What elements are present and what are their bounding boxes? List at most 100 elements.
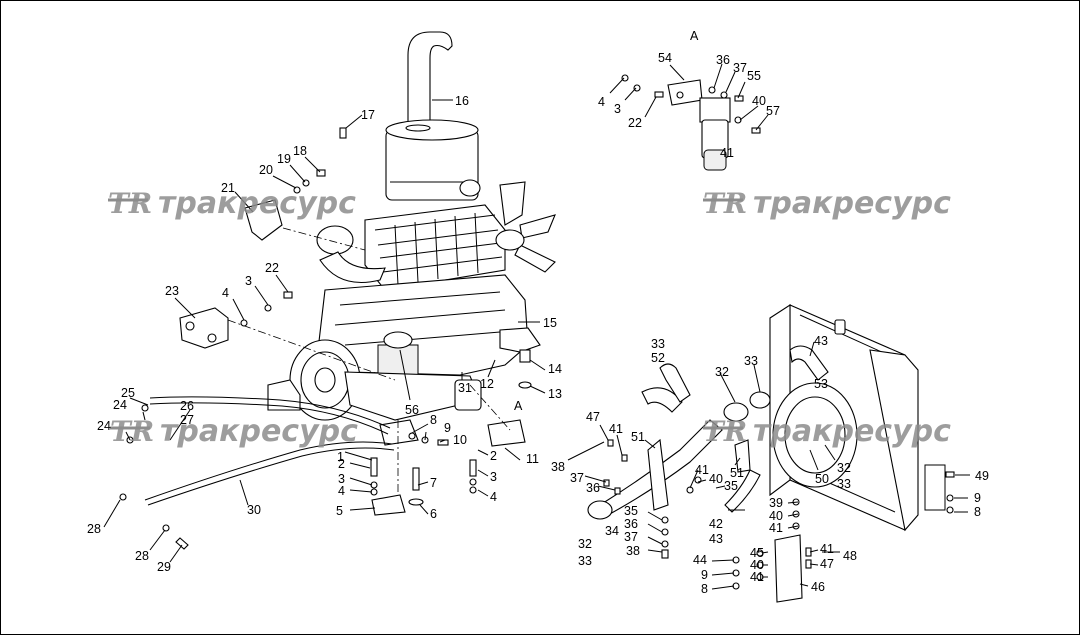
callout-4: 4 [598,95,605,109]
callout-29: 29 [157,560,171,574]
svg-text:TR: TR [108,187,152,220]
callout-44: 44 [693,553,707,567]
callout-32: 32 [578,537,592,551]
callout-15: 15 [543,316,557,330]
svg-text:трaкресурс: трaкресурс [753,414,951,449]
callout-39: 39 [769,496,783,510]
callout-9: 9 [701,568,708,582]
callout-40: 40 [750,558,764,572]
callout-16: 16 [455,94,469,108]
callout-8: 8 [974,505,981,519]
callout-42: 42 [709,517,723,531]
callout-26: 26 [180,399,194,413]
callout-8: 8 [430,413,437,427]
svg-text:трaкресурс: трaкресурс [753,186,951,221]
callout-2: 2 [338,457,345,471]
callout-10: 10 [453,433,467,447]
callout-35: 35 [724,479,738,493]
callout-3: 3 [490,470,497,484]
callout-22: 22 [628,116,642,130]
watermark-middle-right: TR трaкресурс [703,414,951,449]
callout-40: 40 [709,472,723,486]
callout-53: 53 [814,377,828,391]
callout-4: 4 [338,484,345,498]
callout-33: 33 [578,554,592,568]
callout-54: 54 [658,51,672,65]
callout-41: 41 [769,521,783,535]
callout-50: 50 [815,472,829,486]
callout-25: 25 [121,386,135,400]
callout-41: 41 [609,422,623,436]
svg-text:трaкресурс: трaкресурс [158,186,356,221]
callout-30: 30 [247,503,261,517]
callout-17: 17 [361,108,375,122]
callout-51: 51 [730,466,744,480]
callout-45: 45 [750,546,764,560]
callout-23: 23 [165,284,179,298]
callout-41: 41 [750,570,764,584]
callout-37: 37 [733,61,747,75]
callout-3: 3 [614,102,621,116]
callout-20: 20 [259,163,273,177]
callout-41: 41 [720,146,734,160]
callout-13: 13 [548,387,562,401]
callout-18: 18 [293,144,307,158]
callout-43: 43 [814,334,828,348]
callout-33: 33 [744,354,758,368]
callout-47: 47 [820,557,834,571]
callout-51: 51 [631,430,645,444]
view-a-label: A [690,29,699,43]
callout-37: 37 [570,471,584,485]
callout-3: 3 [245,274,252,288]
callout-21: 21 [221,181,235,195]
callout-3: 3 [338,472,345,486]
callout-38: 38 [626,544,640,558]
callout-36: 36 [716,53,730,67]
callout-27: 27 [180,413,194,427]
watermark-top-right: TR трaкресурс [703,186,951,221]
watermark-top-left: TR трaкресурс [108,186,356,221]
callout-32: 32 [837,461,851,475]
callout-48: 48 [843,549,857,563]
callout-47: 47 [586,410,600,424]
callout-55: 55 [747,69,761,83]
callout-40: 40 [752,94,766,108]
callout-8: 8 [701,582,708,596]
callout-5: 5 [336,504,343,518]
callout-34: 34 [605,524,619,538]
callout-11: 11 [526,452,539,466]
callout-56: 56 [405,403,419,417]
callout-28: 28 [135,549,149,563]
callout-6: 6 [430,507,437,521]
callout-4: 4 [490,490,497,504]
callout-36: 36 [624,517,638,531]
callout-1: 1 [337,450,344,464]
callout-40: 40 [769,509,783,523]
svg-text:TR: TR [110,415,154,448]
callout-41: 41 [695,463,709,477]
watermark-middle-left: TR трaкресурс [110,414,358,449]
callout-57: 57 [766,104,780,118]
callout-12: 12 [480,377,494,391]
callout-24: 24 [97,419,111,433]
callout-32: 32 [715,365,729,379]
svg-text:TR: TR [703,187,747,220]
callout-33: 33 [651,337,665,351]
callout-28: 28 [87,522,101,536]
svg-text:TR: TR [703,415,747,448]
callout-46: 46 [811,580,825,594]
callout-9: 9 [444,421,451,435]
svg-text:трaкресурс: трaкресурс [160,414,358,449]
callout-41: 41 [820,542,834,556]
callout-24: 24 [113,398,127,412]
callout-35: 35 [624,504,638,518]
detail-view-a [621,74,761,171]
callout-7: 7 [430,476,437,490]
callout-9: 9 [974,491,981,505]
callout-A: A [514,399,523,413]
callout-4: 4 [222,286,229,300]
callout-37: 37 [624,530,638,544]
callout-31: 31 [458,381,472,395]
